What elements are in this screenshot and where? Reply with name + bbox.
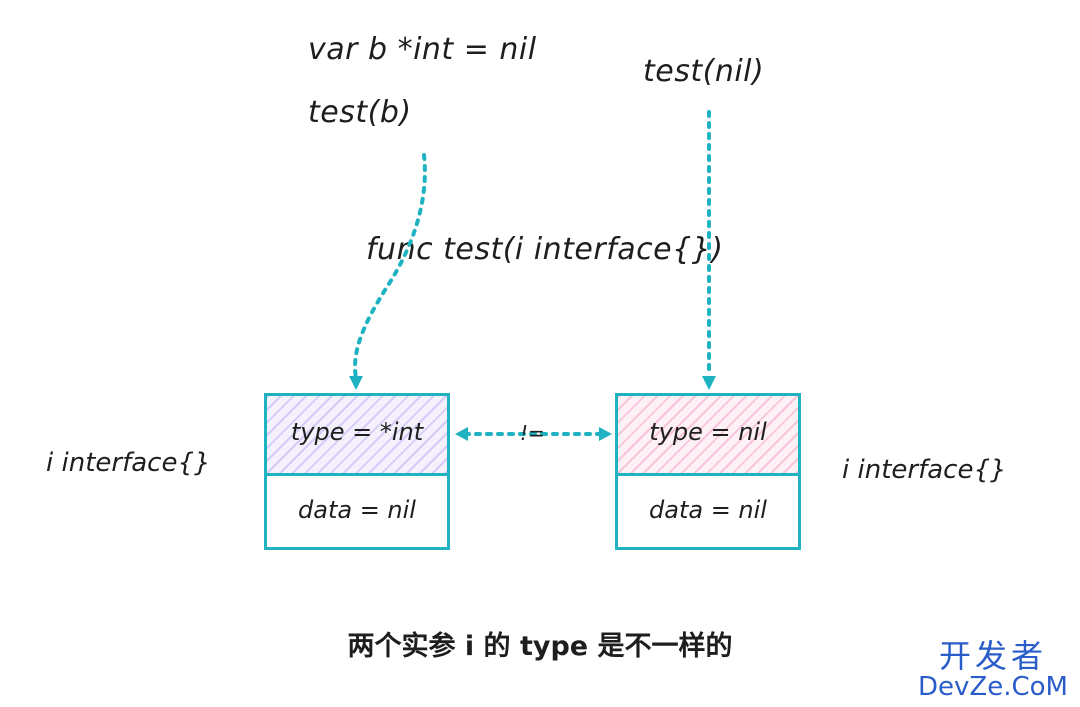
- watermark-logo: 开发者 DevZe.CoM: [918, 640, 1068, 700]
- code-left-line2: test(b): [308, 95, 412, 130]
- left-data-cell: data = nil: [267, 476, 447, 547]
- func-signature: func test(i interface{}): [366, 232, 724, 267]
- left-box-side-label: i interface{}: [46, 448, 211, 478]
- not-equal-label: !=: [520, 421, 545, 445]
- code-right-line1: test(nil): [643, 54, 765, 89]
- code-left-line1: var b *int = nil: [308, 32, 537, 67]
- compare-arrowhead-left: [455, 427, 468, 441]
- left-type-text: type = *int: [290, 418, 424, 446]
- left-type-cell: type = *int: [267, 396, 447, 476]
- right-interface-box: type = nil data = nil: [615, 393, 801, 550]
- right-data-cell: data = nil: [618, 476, 798, 547]
- compare-arrowhead-right: [599, 427, 612, 441]
- right-type-cell: type = nil: [618, 396, 798, 476]
- left-arrowhead: [349, 376, 363, 390]
- right-box-side-label: i interface{}: [842, 455, 1007, 485]
- caption: 两个实参 i 的 type 是不一样的: [347, 631, 733, 662]
- left-interface-box: type = *int data = nil: [264, 393, 450, 550]
- left-dotted-arrow: [353, 153, 427, 380]
- left-data-text: data = nil: [298, 496, 416, 524]
- right-data-text: data = nil: [649, 496, 767, 524]
- watermark-cn: 开发者: [939, 637, 1048, 675]
- right-type-text: type = nil: [649, 418, 767, 446]
- watermark-en: DevZe.CoM: [918, 672, 1068, 702]
- right-arrowhead: [702, 376, 716, 390]
